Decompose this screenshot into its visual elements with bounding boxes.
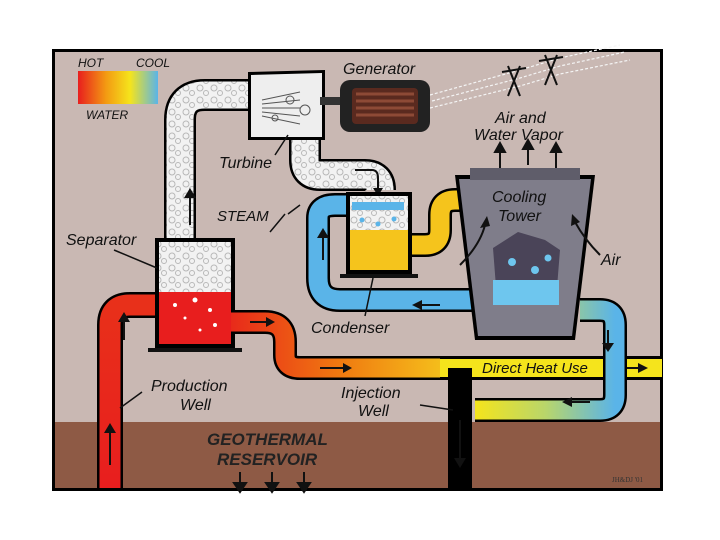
reservoir-arrows — [232, 472, 312, 494]
ground-layer — [55, 422, 660, 488]
brine-arrowhead-2 — [343, 363, 352, 373]
turbine-shaft — [320, 97, 350, 105]
tower-basin-water — [493, 280, 559, 305]
cooling-tower-label-line1: Cooling — [492, 189, 546, 206]
cool-arrowhead-up — [317, 228, 329, 238]
separator-bubbles — [173, 297, 217, 332]
generator-label: Generator — [343, 61, 416, 78]
power-lines — [429, 44, 631, 109]
legend-gradient-bar — [78, 71, 158, 104]
turbine-body — [251, 73, 322, 137]
cool-water-loop — [308, 195, 480, 310]
condenser-spray — [352, 202, 404, 227]
turbine-blades — [261, 91, 311, 125]
credit-text: JH&DJ '01 — [612, 476, 644, 484]
steam-pipe — [166, 81, 250, 245]
return-arrowhead-left — [562, 397, 572, 407]
turbine-label: Turbine — [219, 155, 272, 172]
reservoir-label-line2: RESERVOIR — [217, 450, 318, 469]
exhaust-arrow — [355, 169, 379, 190]
injection-arrowhead — [454, 458, 466, 468]
cooling-tower-label-line2: Tower — [498, 208, 542, 225]
steam-label: STEAM — [217, 208, 269, 225]
reservoir-label-line1: GEOTHERMAL — [207, 430, 328, 449]
warm-water-pipe — [410, 190, 468, 255]
production-well-pipe — [99, 294, 160, 488]
return-pipe — [475, 300, 625, 420]
tower-droplets — [508, 254, 552, 274]
legend-cool-label: COOL — [136, 56, 170, 70]
cooling-tower-fan — [470, 168, 580, 180]
condenser-label: Condenser — [311, 320, 390, 337]
vapor-arrows — [493, 137, 563, 168]
direct-heat-label: Direct Heat Use — [482, 360, 588, 377]
injection-well-label-line1: Injection — [341, 385, 401, 402]
separator-label: Separator — [66, 232, 137, 249]
air-arrowhead-left — [480, 216, 490, 228]
condenser-water — [350, 230, 408, 270]
air-arrow-right — [574, 221, 601, 256]
return-arrowhead-down — [602, 343, 614, 352]
injection-well-label-line2: Well — [358, 403, 389, 420]
production-arrowhead-upper — [118, 312, 130, 322]
steam-up-arrowhead — [184, 188, 196, 198]
separator-base — [148, 348, 242, 352]
leader-lines — [113, 134, 454, 411]
air-arrowhead-right — [571, 214, 580, 226]
air-label: Air — [600, 252, 621, 269]
air-vapor-label-line2: Water Vapor — [474, 127, 564, 144]
generator-coil-lines — [356, 92, 414, 117]
direct-heat-arrowhead — [638, 363, 648, 373]
air-arrow-left — [459, 224, 486, 266]
separator-steam-zone — [159, 242, 231, 292]
cool-arrowhead-left — [412, 300, 422, 310]
production-well-label-line2: Well — [180, 397, 211, 414]
brine-pipe — [231, 312, 450, 378]
production-well-label-line1: Production — [151, 378, 228, 395]
brine-arrowhead-1 — [266, 317, 275, 327]
legend-water-label: WATER — [86, 108, 129, 122]
legend-hot-label: HOT — [78, 56, 105, 70]
water-temperature-legend: HOT COOL WATER — [78, 56, 170, 122]
air-vapor-label-line1: Air and — [494, 110, 547, 127]
condenser-base — [340, 274, 418, 278]
production-arrowhead-lower — [104, 423, 116, 433]
